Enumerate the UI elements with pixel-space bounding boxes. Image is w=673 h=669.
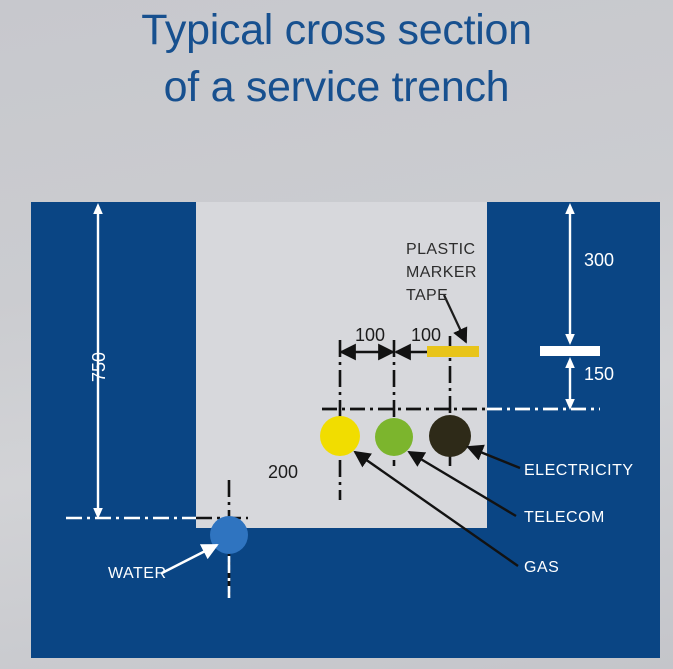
dimension-label-750: 750 (89, 351, 109, 382)
dimension-label-100-left: 100 (355, 325, 386, 345)
trench-void (196, 202, 487, 528)
gas-pipe (320, 416, 360, 456)
soil-block-left (31, 202, 196, 519)
dimension-arrowhead-750-bottom (93, 508, 103, 519)
marker-tape-leader-line (443, 294, 468, 344)
water-pipe (210, 516, 248, 554)
telecom-label: TELECOM (524, 509, 605, 526)
telecom-leader-line (407, 450, 517, 518)
dimension-arrowhead-300-bottom (565, 334, 575, 345)
gas-label: GAS (524, 559, 560, 576)
electricity-leader-line (466, 444, 521, 470)
plastic-marker-tape-label: PLASTIC MARKER TAPE (406, 241, 477, 304)
page-title: Typical cross section of a service trenc… (0, 2, 673, 116)
water-leader-line (161, 543, 219, 575)
soil-block-bottom (31, 519, 660, 658)
dimension-label-100-right: 100 (411, 325, 442, 345)
title-line-2: of a service trench (163, 63, 510, 111)
marker-tape-yellow (427, 346, 479, 357)
dimension-arrowhead-300-top (565, 203, 575, 214)
dimension-label-300: 300 (584, 250, 615, 270)
dimension-arrowhead-750-top (93, 203, 103, 214)
gas-leader-line (353, 450, 519, 567)
electricity-label: ELECTRICITY (524, 462, 634, 479)
title-line-1: Typical cross section (141, 6, 532, 54)
electricity-pipe (429, 415, 471, 457)
dimension-label-200: 200 (268, 462, 299, 482)
soil-block-right (487, 202, 660, 528)
telecom-pipe (375, 418, 413, 456)
dimension-label-150: 150 (584, 364, 615, 384)
dimension-arrowhead-150-bottom (565, 399, 575, 410)
dimension-arrowhead-150-top (565, 357, 575, 368)
water-label: WATER (108, 565, 167, 582)
marker-tape-white (540, 346, 600, 356)
